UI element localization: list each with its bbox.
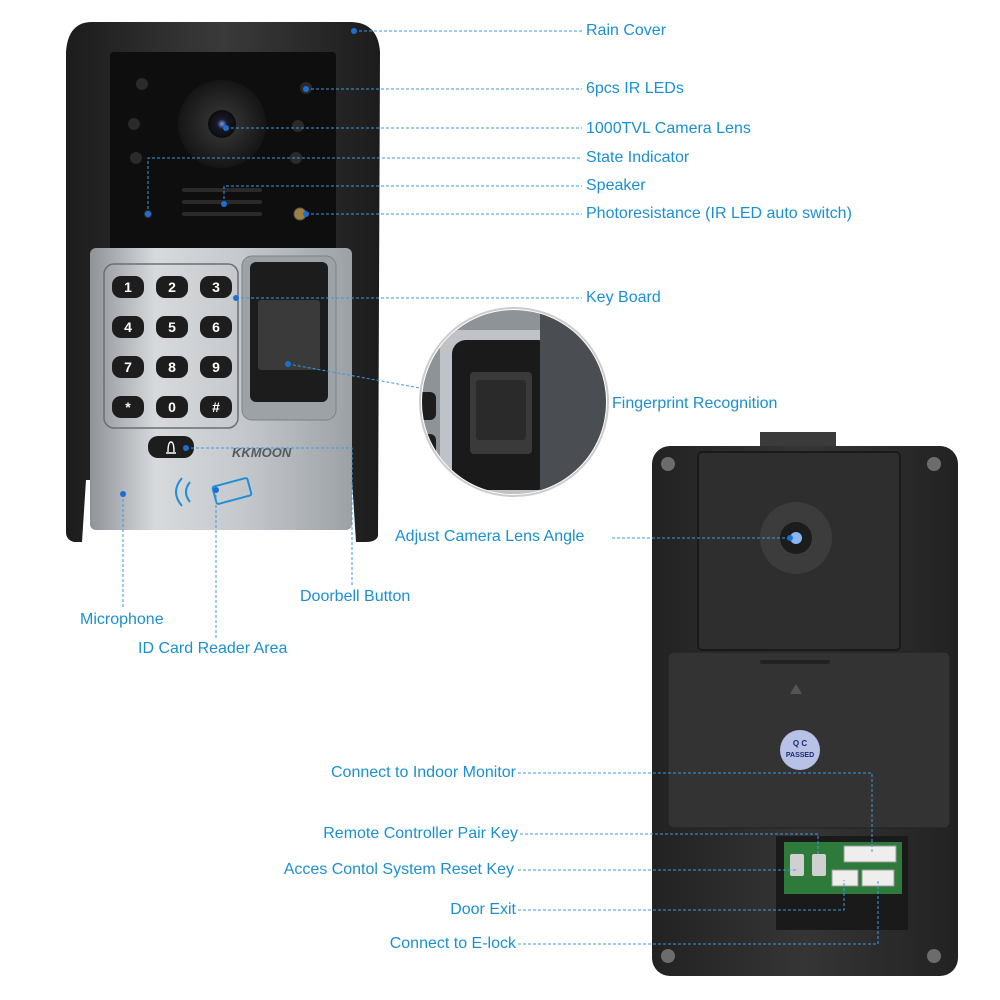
- key-9[interactable]: 9: [200, 356, 232, 378]
- svg-text:4: 4: [124, 319, 132, 335]
- svg-text:*: *: [125, 399, 131, 415]
- label-microphone: Microphone: [80, 611, 164, 628]
- svg-text:6: 6: [212, 319, 220, 335]
- label-id-card: ID Card Reader Area: [138, 640, 288, 657]
- screw: [661, 457, 675, 471]
- ir-led: [290, 152, 302, 164]
- screw: [927, 949, 941, 963]
- reset-key[interactable]: [812, 854, 826, 876]
- svg-text:8: 8: [168, 359, 176, 375]
- qc-badge-line1: Q C: [793, 739, 807, 748]
- label-camera-lens: 1000TVL Camera Lens: [586, 120, 751, 137]
- indoor-monitor-connector: [843, 845, 897, 863]
- camera-lens: [208, 110, 236, 138]
- camera-lens-glass: [790, 532, 802, 544]
- id-card-reader-icon: [175, 477, 253, 507]
- label-adjust-lens: Adjust Camera Lens Angle: [395, 528, 585, 545]
- pair-key[interactable]: [790, 854, 804, 876]
- speaker-slot: [182, 212, 262, 216]
- qc-badge-line2: PASSED: [786, 752, 814, 759]
- label-elock: Connect to E-lock: [389, 935, 516, 952]
- key-8[interactable]: 8: [156, 356, 188, 378]
- svg-text:1: 1: [124, 279, 132, 295]
- label-fingerprint: Fingerprint Recognition: [612, 395, 778, 412]
- label-reset-key: Acces Contol System Reset Key: [283, 861, 514, 878]
- svg-text:9: 9: [212, 359, 220, 375]
- screw: [927, 457, 941, 471]
- svg-text:2: 2: [168, 279, 176, 295]
- door-exit-connector: [831, 869, 859, 887]
- svg-text:7: 7: [124, 359, 132, 375]
- speaker-slot: [182, 188, 262, 192]
- label-photoresistance: Photoresistance (IR LED auto switch): [586, 205, 852, 222]
- front-unit: 1 2 3 4 5 6 7 8 9 * 0 # KKMOON: [66, 22, 380, 542]
- screw: [661, 949, 675, 963]
- label-state-indicator: State Indicator: [586, 149, 690, 166]
- key-2[interactable]: 2: [156, 276, 188, 298]
- key-3[interactable]: 3: [200, 276, 232, 298]
- svg-text:3: 3: [212, 279, 220, 295]
- keypad: 1 2 3 4 5 6 7 8 9 * 0 #: [112, 276, 232, 418]
- svg-text:0: 0: [168, 399, 176, 415]
- key-7[interactable]: 7: [112, 356, 144, 378]
- label-doorbell: Doorbell Button: [300, 588, 411, 605]
- ir-led: [136, 78, 148, 90]
- ir-led: [292, 120, 304, 132]
- label-rain-cover: Rain Cover: [586, 22, 667, 39]
- svg-text:#: #: [212, 399, 220, 415]
- label-key-board: Key Board: [586, 289, 661, 306]
- ir-led: [128, 118, 140, 130]
- doorbell-button[interactable]: [148, 436, 194, 458]
- label-ir-leds: 6pcs IR LEDs: [586, 80, 684, 97]
- svg-text:5: 5: [168, 319, 176, 335]
- key-5[interactable]: 5: [156, 316, 188, 338]
- label-door-exit: Door Exit: [450, 901, 516, 918]
- key-6[interactable]: 6: [200, 316, 232, 338]
- bell-icon: [166, 441, 176, 454]
- brand-logo: KKMOON: [232, 445, 292, 460]
- key-4[interactable]: 4: [112, 316, 144, 338]
- key-0[interactable]: 0: [156, 396, 188, 418]
- key-star[interactable]: *: [112, 396, 144, 418]
- slide-arrow-icon: [790, 684, 802, 694]
- qc-badge: [780, 730, 820, 770]
- fingerprint-window: [258, 300, 320, 370]
- keypad-frame: [103, 263, 239, 429]
- leader-lines: [120, 28, 879, 945]
- ir-led: [130, 152, 142, 164]
- label-indoor-monitor: Connect to Indoor Monitor: [331, 764, 516, 781]
- key-1[interactable]: 1: [112, 276, 144, 298]
- label-speaker: Speaker: [586, 177, 646, 194]
- fingerprint-zoom: [419, 307, 609, 497]
- label-pair-key: Remote Controller Pair Key: [323, 825, 518, 842]
- key-hash[interactable]: #: [200, 396, 232, 418]
- back-unit: Q C PASSED: [652, 432, 958, 976]
